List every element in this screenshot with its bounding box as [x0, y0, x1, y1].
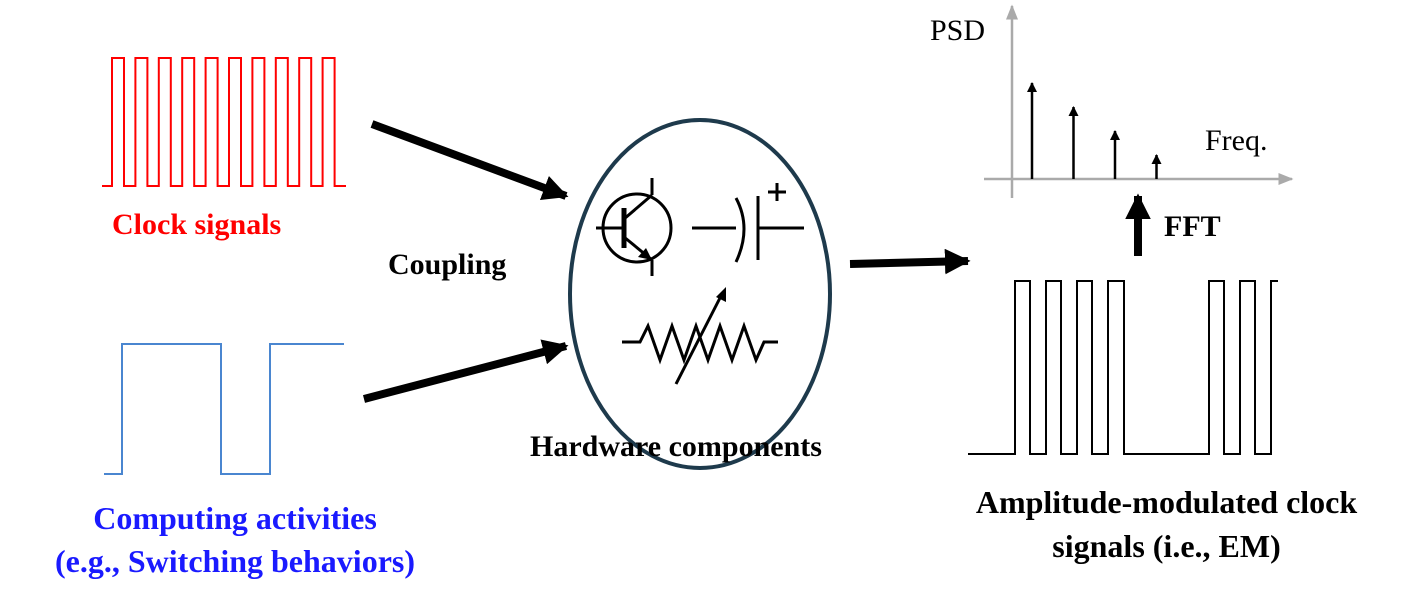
emission-arrow — [849, 248, 971, 275]
psd-axis-label: PSD — [930, 14, 986, 47]
variable-resistor-icon — [622, 287, 778, 385]
em-signals-label: signals (i.e., EM) — [1052, 528, 1281, 564]
clock-signal-waveform — [102, 57, 346, 187]
capacitor-icon — [692, 183, 804, 263]
switching-behaviors-label: (e.g., Switching behaviors) — [55, 543, 415, 579]
transistor-icon — [596, 178, 673, 276]
spectrum-peaks — [1027, 82, 1162, 179]
am-clock-label: Amplitude-modulated clock — [975, 484, 1358, 520]
clock-coupling-arrow — [370, 120, 569, 200]
clock-signals-label: Clock signals — [112, 208, 282, 241]
activity-coupling-arrow — [362, 339, 569, 403]
freq-axis-label: Freq. — [1205, 124, 1268, 157]
coupling-label: Coupling — [388, 248, 507, 281]
computing-activity-waveform — [104, 343, 344, 475]
fft-label: FFT — [1164, 210, 1221, 243]
am-clock-waveform — [968, 280, 1278, 455]
computing-activities-label: Computing activities — [93, 500, 377, 536]
hardware-components-ellipse — [568, 118, 832, 470]
hardware-components-label: Hardware components — [530, 430, 822, 463]
